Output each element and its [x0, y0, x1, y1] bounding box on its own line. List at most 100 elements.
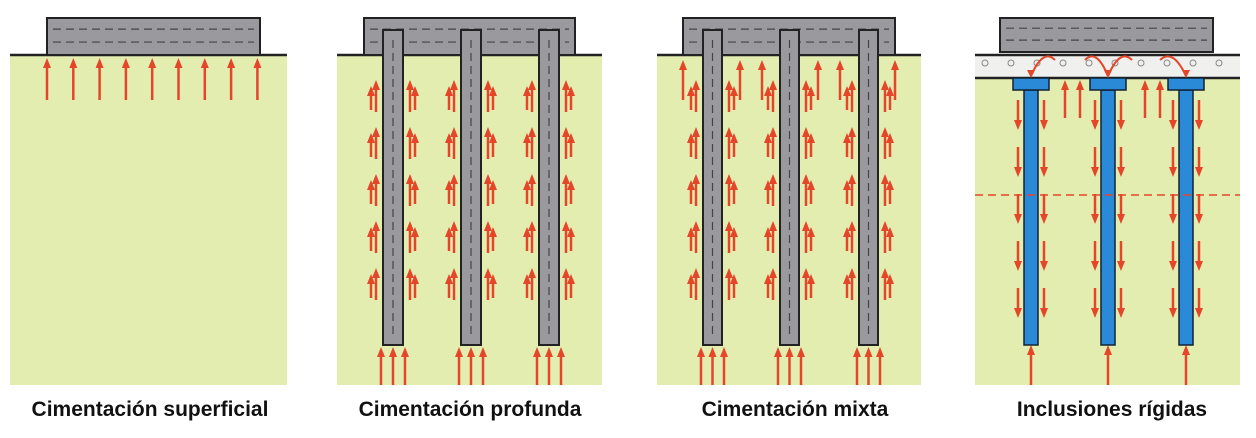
arrow-head-icon: [1091, 167, 1099, 177]
arrow-head-icon: [523, 274, 531, 284]
arrow-head-icon: [725, 221, 733, 231]
arrow-head-icon: [484, 268, 492, 278]
arrow-head-icon: [367, 86, 375, 96]
arrow-head-icon: [692, 221, 700, 231]
arrow-head-icon: [848, 221, 856, 231]
arrow-head-icon: [679, 60, 687, 70]
gravel-stone: [1111, 59, 1119, 67]
arrow-head-icon: [881, 268, 889, 278]
arrow-head-icon: [484, 221, 492, 231]
arrow-head-icon: [687, 180, 695, 190]
arrow-head-icon: [730, 274, 738, 284]
arrow-head-icon: [528, 80, 536, 90]
arrow-head-icon: [523, 86, 531, 96]
arrow-head-icon: [411, 86, 419, 96]
label-superficial: Cimentación superficial: [31, 398, 269, 421]
arrow-head-icon: [484, 80, 492, 90]
arrow-head-icon: [148, 58, 157, 68]
arrow-head-icon: [843, 227, 851, 237]
arrow-head-icon: [687, 133, 695, 143]
arrow-head-icon: [1027, 70, 1035, 78]
arrow-head-icon: [774, 347, 782, 357]
arrow-head-icon: [411, 133, 419, 143]
gravel-stone: [1085, 59, 1093, 67]
arrow-head-icon: [489, 133, 497, 143]
arrow-head-icon: [450, 174, 458, 184]
arrow-head-icon: [567, 274, 575, 284]
arrow-head-icon: [406, 127, 414, 137]
arrow-head-icon: [843, 133, 851, 143]
arrow-head-icon: [697, 347, 705, 357]
arrow-head-icon: [1169, 308, 1177, 318]
arrow-head-icon: [533, 347, 541, 357]
arrow-head-icon: [807, 180, 815, 190]
arrow-head-icon: [367, 133, 375, 143]
arrow-head-icon: [1156, 80, 1164, 90]
arrow-head-icon: [1014, 167, 1022, 177]
arrow-head-icon: [372, 174, 380, 184]
arrow-head-icon: [1169, 261, 1177, 271]
arrow-head-icon: [377, 347, 385, 357]
arrow-head-icon: [1169, 120, 1177, 130]
arrow-head-icon: [489, 227, 497, 237]
arrow-head-icon: [95, 58, 104, 68]
panel-profunda: [337, 17, 602, 385]
arrow-head-icon: [489, 274, 497, 284]
panel-mixta: [657, 17, 921, 385]
arrow-head-icon: [769, 221, 777, 231]
arrow-head-icon: [769, 174, 777, 184]
inclusion-head: [1012, 77, 1050, 91]
arrow-head-icon: [445, 180, 453, 190]
arrow-head-icon: [479, 347, 487, 357]
arrow-head-icon: [1117, 308, 1125, 318]
arrow-head-icon: [528, 174, 536, 184]
panel-superficial: [10, 17, 287, 385]
arrow-head-icon: [200, 58, 209, 68]
arrow-head-icon: [687, 227, 695, 237]
arrow-head-icon: [769, 268, 777, 278]
arrow-head-icon: [881, 221, 889, 231]
arrow-head-icon: [567, 133, 575, 143]
label-mixta: Cimentación mixta: [701, 398, 889, 421]
arrow-head-icon: [411, 274, 419, 284]
gravel-stone: [1007, 59, 1015, 67]
arrow-head-icon: [121, 58, 130, 68]
arrow-head-icon: [853, 347, 861, 357]
arrow-head-icon: [1091, 308, 1099, 318]
arrow-head-icon: [736, 60, 744, 70]
arrow-head-icon: [843, 86, 851, 96]
arrow-head-icon: [562, 127, 570, 137]
arrow-head-icon: [876, 347, 884, 357]
arrow-head-icon: [797, 347, 805, 357]
arrow-head-icon: [557, 347, 565, 357]
arrow-head-icon: [43, 58, 51, 68]
arrow-head-icon: [1182, 345, 1190, 355]
arrow-head-icon: [758, 60, 766, 70]
arrow-head-icon: [886, 227, 894, 237]
arrow-head-icon: [1091, 261, 1099, 271]
rigid-inclusion: [1100, 89, 1116, 346]
arrow-head-icon: [1040, 214, 1048, 224]
arrow-head-icon: [785, 347, 794, 357]
arrow-head-icon: [1076, 80, 1084, 90]
arrow-head-icon: [523, 227, 531, 237]
arrow-head-icon: [401, 347, 409, 357]
arrow-head-icon: [253, 58, 262, 68]
arrow-head-icon: [372, 221, 380, 231]
arrow-head-icon: [406, 80, 414, 90]
arrow-head-icon: [1195, 214, 1203, 224]
arrow-head-icon: [1040, 308, 1048, 318]
inclusion-head: [1167, 77, 1205, 91]
gravel-stone: [1215, 59, 1223, 67]
arrow-head-icon: [545, 347, 553, 357]
arrow-head-icon: [367, 180, 375, 190]
arrow-head-icon: [1014, 214, 1022, 224]
arrow-head-icon: [848, 80, 856, 90]
arrow-head-icon: [881, 127, 889, 137]
arrow-head-icon: [708, 347, 717, 357]
label-inclusiones: Inclusiones rígidas: [1016, 398, 1208, 421]
arrow-head-icon: [730, 86, 738, 96]
arrow-head-icon: [484, 127, 492, 137]
arrow-head-icon: [484, 174, 492, 184]
